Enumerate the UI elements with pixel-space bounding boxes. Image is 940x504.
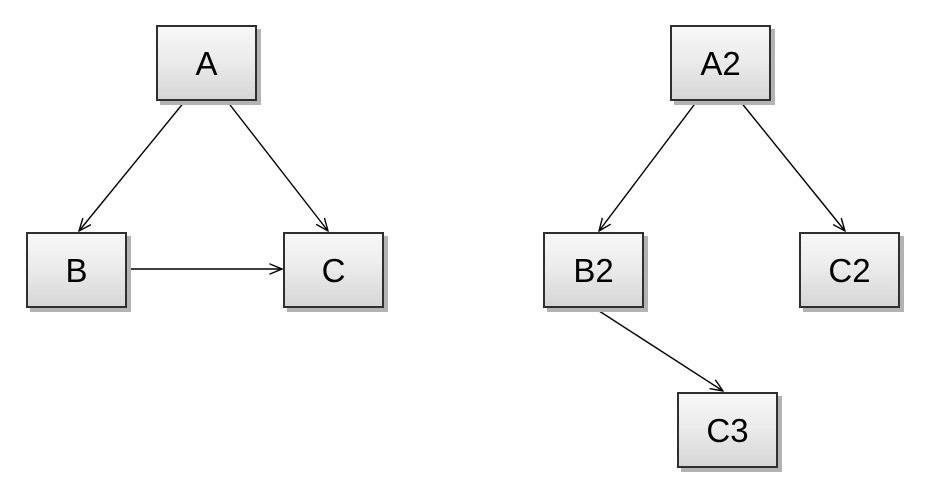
node-label: C2	[828, 251, 871, 289]
edge-B2-C3	[592, 306, 723, 391]
edge-A2-C2	[739, 100, 845, 231]
node-C2[interactable]: C2	[799, 232, 900, 308]
edge-A2-B2	[599, 100, 698, 231]
node-label: B2	[573, 251, 614, 289]
edge-A-B	[79, 100, 186, 231]
node-label: C	[321, 251, 346, 289]
node-label: A2	[700, 44, 741, 82]
edge-A-C	[226, 100, 328, 231]
node-label: A	[195, 44, 218, 82]
node-C3[interactable]: C3	[677, 392, 778, 468]
node-B2[interactable]: B2	[543, 232, 644, 308]
node-C[interactable]: C	[283, 232, 384, 308]
node-A[interactable]: A	[156, 25, 257, 101]
node-A2[interactable]: A2	[670, 25, 771, 101]
node-B[interactable]: B	[26, 232, 127, 308]
node-label: B	[65, 251, 88, 289]
node-label: C3	[706, 411, 749, 449]
